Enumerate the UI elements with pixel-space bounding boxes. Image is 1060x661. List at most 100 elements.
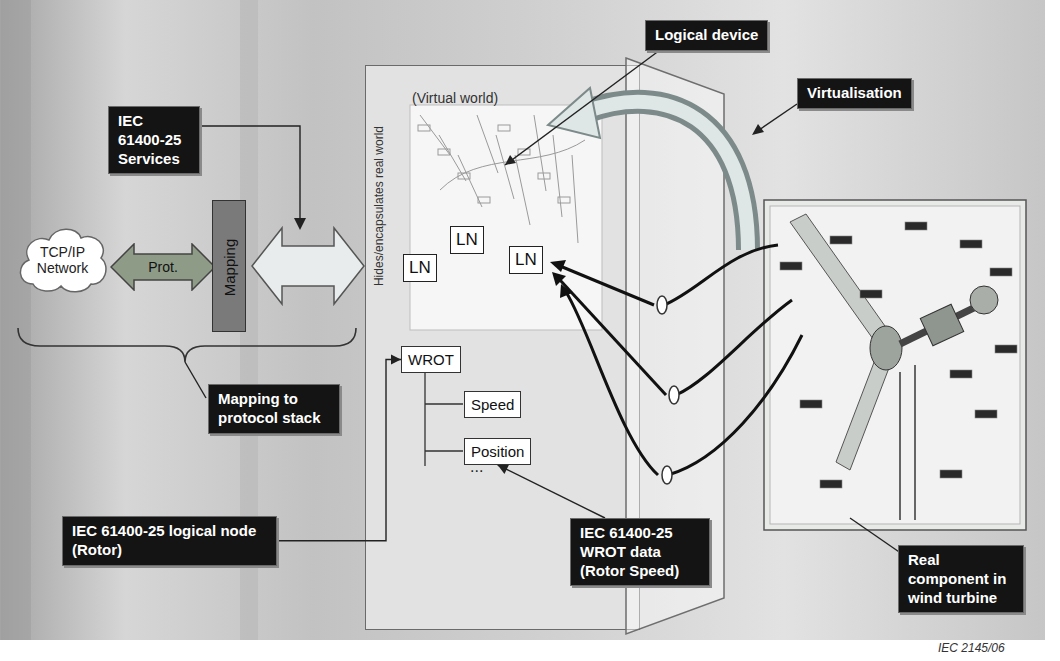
wind-turbine-picture [970, 286, 998, 314]
wind-turbine-picture [764, 200, 1026, 530]
part-tag [820, 480, 842, 488]
callout-box: IEC 61400-25 WROT data (Rotor Speed) [570, 518, 710, 586]
sketch-tag [418, 125, 430, 131]
leader-lines [200, 126, 300, 226]
mapping-arrowheads [552, 272, 566, 286]
label-text: Virtualisation [807, 84, 902, 103]
wind-turbine-picture [790, 214, 892, 346]
continuation-mark: ... [470, 458, 483, 476]
sketch-stroke [440, 140, 585, 190]
label-text: Logical device [655, 26, 758, 45]
arrowhead [498, 465, 509, 474]
sketch-tag [458, 173, 470, 179]
label-text: Mapping to protocol stack [218, 390, 330, 428]
wind-turbine-picture [900, 365, 915, 520]
figure-number: IEC 2145/06 [938, 641, 1005, 655]
mapping-arrows [560, 266, 654, 305]
sketch-tag [558, 197, 570, 203]
part-tag [780, 262, 802, 270]
sketch-stroke [553, 135, 562, 217]
label-text: Position [471, 443, 524, 460]
arrowhead [391, 355, 401, 365]
callout-box: Logical device [645, 20, 768, 51]
protocol-brace [18, 328, 356, 362]
sketch-tag [498, 125, 510, 131]
leader-lines [756, 104, 797, 132]
label-text: IEC 61400-25 WROT data (Rotor Speed) [580, 524, 700, 580]
wind-turbine-picture [780, 222, 1017, 488]
mapping-box: Mapping [212, 200, 246, 332]
service-double-arrow [252, 228, 364, 304]
virtualisation-arrow [585, 102, 748, 250]
logical-node-box: LN [450, 226, 484, 254]
arrowhead [505, 155, 516, 165]
sketch-stroke [420, 115, 450, 155]
sketch-stroke [534, 115, 546, 191]
sketch-stroke [572, 155, 578, 243]
part-tag [990, 268, 1012, 276]
logical-node-box: LN [403, 254, 437, 282]
tree-lines [425, 369, 463, 466]
virtualisation-arrow [548, 88, 748, 250]
label-text: Prot. [148, 259, 178, 275]
virtual-sketch [418, 115, 590, 243]
double-arrow-outline [111, 244, 215, 290]
label-text: LN [409, 258, 431, 278]
sketch-tag [438, 149, 450, 155]
cloud-outline [20, 229, 106, 292]
wind-turbine-picture [764, 200, 1026, 530]
leader-connector [498, 465, 605, 518]
tree-lines [425, 369, 463, 466]
leader-connector [505, 51, 659, 165]
background [0, 0, 1045, 640]
mapping-arrows [560, 280, 666, 395]
logical-node-box: LN [509, 246, 543, 274]
label-text: Mapping [221, 238, 238, 296]
mapping-arrows [566, 292, 658, 475]
mapping-points [662, 466, 672, 484]
mapping-arrowheads [550, 260, 572, 298]
mapping-points [669, 386, 679, 404]
mapping-points [657, 296, 667, 314]
wind-turbine-picture [770, 206, 1020, 524]
sketch-tag [538, 173, 550, 179]
label-text: IEC 61400-25 Services [118, 112, 190, 168]
part-tag [800, 400, 822, 408]
label-text: IEC 61400-25 logical node (Rotor) [72, 522, 267, 560]
sketch-tag [478, 197, 490, 203]
leader-connector [277, 360, 401, 541]
mapping-arrowheads [560, 284, 572, 298]
network-cloud: TCP/IP Network [15, 222, 110, 298]
callout-box: Virtualisation [797, 78, 912, 109]
callout-box: Real component in wind turbine [898, 545, 1024, 613]
part-tag [905, 222, 927, 230]
mapping-arrows [668, 335, 802, 475]
mapping-arrows [560, 245, 802, 475]
panel-heading: (Virtual world) [412, 90, 498, 106]
virtualisation-arrow [585, 102, 748, 250]
protocol-arrow: Prot. [110, 243, 216, 291]
part-tag [975, 410, 997, 418]
sketch-stroke [515, 155, 530, 225]
data-box: Speed [464, 391, 521, 418]
label-text: TCP/IP Network [32, 244, 94, 276]
label-text: LN [456, 230, 478, 250]
vertical-note: Hides/encapsulates real world [372, 126, 386, 286]
wind-turbine-picture [870, 326, 902, 370]
label-text: WROT [408, 351, 454, 368]
callout-box: IEC 61400-25 logical node (Rotor) [62, 516, 277, 566]
wind-turbine-picture [920, 304, 963, 346]
leader-lines [185, 104, 905, 556]
callout-box: IEC 61400-25 Services [108, 106, 200, 174]
label-text: Speed [471, 396, 514, 413]
sketch-stroke [496, 135, 514, 199]
leader-lines [850, 518, 905, 556]
part-tag [995, 345, 1017, 353]
part-tag [860, 290, 882, 298]
leader-lines [185, 362, 206, 398]
label-text: LN [515, 250, 537, 270]
background [1, 0, 31, 640]
callout-box: Mapping to protocol stack [208, 384, 340, 434]
